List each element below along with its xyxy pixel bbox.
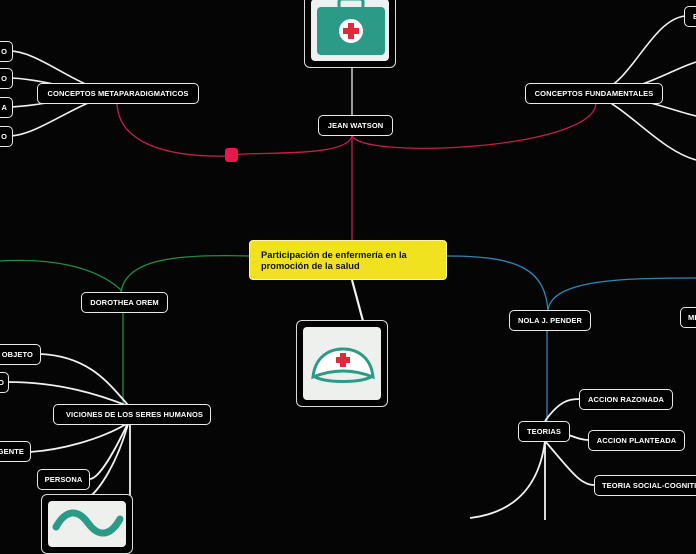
node-nola-pender-label: NOLA J. PENDER [517,316,583,325]
node-meta-child-3-label: A [1,103,7,112]
node-meta-child-1[interactable]: O [0,41,13,62]
node-orem-child-2[interactable]: O [0,372,9,393]
first-aid-kit-image[interactable] [304,0,396,68]
node-viciones-seres-humanos-label: VICIONES DE LOS SERES HUMANOS [65,410,203,419]
node-teorias[interactable]: TEORIAS [518,421,570,442]
node-orem-persona-label: PERSONA [44,475,83,484]
node-teoria-social-cognitiva-label: TEORIA SOCIAL-COGNITIVA [602,481,696,490]
bottom-image[interactable] [41,494,133,554]
node-fund-child-1[interactable]: E [684,6,696,27]
node-nola-pender[interactable]: NOLA J. PENDER [509,310,591,331]
node-pender-right-child-label: MI [688,313,696,322]
teal-image-icon [52,509,124,537]
node-conceptos-fundamentales-label: CONCEPTOS FUNDAMENTALES [534,89,654,98]
first-aid-kit-icon [317,0,385,55]
node-meta-child-2[interactable]: O [0,68,13,89]
node-jean-watson-label: JEAN WATSON [327,121,384,130]
central-topic[interactable]: Participación de enfermería en la promoc… [249,240,447,280]
branch-marker[interactable] [225,148,238,162]
node-conceptos-fundamentales[interactable]: CONCEPTOS FUNDAMENTALES [525,83,663,104]
node-accion-razonada-label: ACCION RAZONADA [587,395,665,404]
node-jean-watson[interactable]: JEAN WATSON [318,115,393,136]
central-topic-line1: Participación de enfermería en la [261,250,407,260]
node-accion-razonada[interactable]: ACCION RAZONADA [579,389,673,410]
node-accion-planteada[interactable]: ACCION PLANTEADA [588,430,685,451]
node-fund-child-1-label: E [693,12,696,21]
node-meta-child-1-label: O [1,47,7,56]
central-topic-line2: promoción de la salud [261,261,360,271]
node-orem-gente-label: GENTE [0,447,24,456]
node-teorias-label: TEORIAS [526,427,562,436]
node-dorothea-orem-label: DOROTHEA OREM [90,298,159,307]
node-orem-child-2-label: O [0,378,4,387]
node-conceptos-metaparadigmaticos[interactable]: CONCEPTOS METAPARADIGMATICOS [37,83,199,104]
node-meta-child-2-label: O [1,74,7,83]
node-meta-child-3[interactable]: A [0,97,13,118]
node-meta-child-4-label: O [1,132,7,141]
node-pender-right-child[interactable]: MI [680,307,696,328]
node-orem-objeto-label: OBJETO [1,350,33,359]
node-teoria-social-cognitiva[interactable]: TEORIA SOCIAL-COGNITIVA [594,475,696,496]
node-accion-planteada-label: ACCION PLANTEADA [596,436,677,445]
node-dorothea-orem[interactable]: DOROTHEA OREM [81,292,168,313]
node-conceptos-metaparadigmaticos-label: CONCEPTOS METAPARADIGMATICOS [47,89,189,98]
nurse-cap-icon [311,347,375,383]
node-orem-objeto[interactable]: OBJETO [0,344,41,365]
node-orem-persona[interactable]: PERSONA [37,469,90,490]
node-orem-gente[interactable]: GENTE [0,441,31,462]
node-meta-child-4[interactable]: O [0,126,13,147]
nurse-cap-image[interactable] [296,320,388,407]
node-viciones-seres-humanos[interactable]: VICIONES DE LOS SERES HUMANOS [53,404,211,425]
